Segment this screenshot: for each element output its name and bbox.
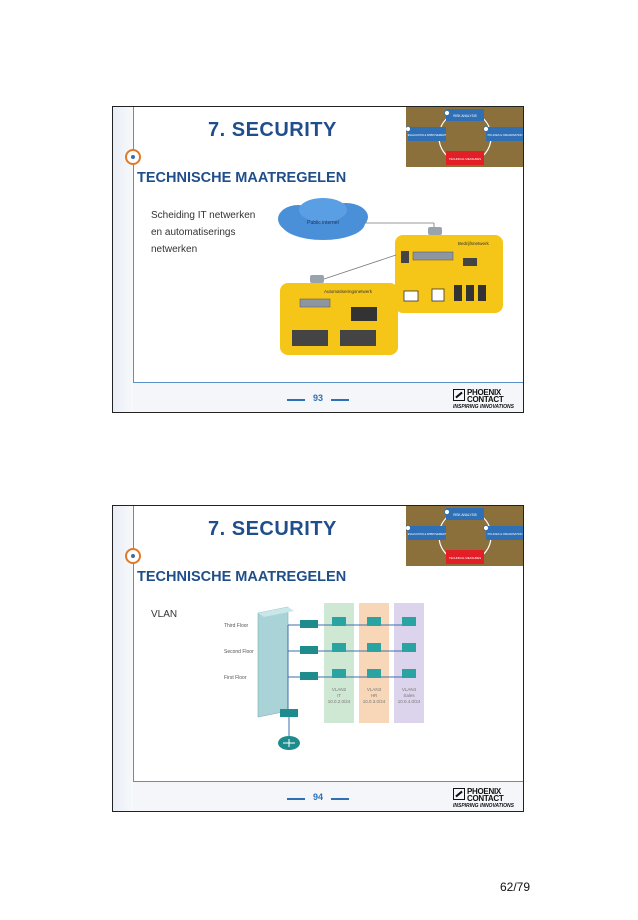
logo-line-1: PHOENIX: [467, 388, 501, 397]
core-switch-icon: [280, 709, 298, 717]
gear-icon: [125, 548, 141, 564]
office-monitor-icon: [431, 288, 445, 302]
policies-label: POLICIES & ORGANISATION: [488, 133, 523, 137]
office-laptop-icon: [403, 290, 419, 302]
hmi-panel-icon: [351, 307, 377, 321]
switch-icon-second: [300, 646, 318, 654]
vlan-figure: Third Floor Second Floor First Floor VLA…: [224, 603, 424, 750]
bottom-frame-line: [133, 382, 523, 383]
cloud-shape: [278, 198, 368, 240]
office-rack-icon-2: [466, 285, 474, 301]
building-icon: [257, 606, 289, 718]
automation-switch-icon: [299, 298, 331, 308]
logo-tagline: INSPIRING INNOVATIONS: [453, 404, 514, 410]
left-frame-line: [133, 506, 134, 781]
pc-it-3: [332, 617, 346, 626]
logo-line-2: CONTACT: [467, 395, 504, 404]
risk-analysis-label: RISK ANALYSIS: [453, 114, 477, 118]
technical-measures-box: [446, 151, 484, 165]
pc-sales-3: [402, 617, 416, 626]
cloud-label: Public internet: [307, 220, 339, 226]
vlan-it-group: IT: [337, 693, 341, 698]
slide-subtitle: TECHNISCHE MAATREGELEN: [137, 170, 347, 186]
pc-hr-2: [367, 643, 381, 652]
risk-analysis-label: RISK ANALYSIS: [453, 513, 477, 517]
security-cycle-diagram: RISK ANALYSIS EVALUATION & IMPROVEMENT P…: [406, 107, 523, 167]
vlan-sales-name: VLAN4: [402, 687, 417, 692]
evaluation-box: [408, 127, 446, 141]
vlan-it-name: VLAN2: [332, 687, 347, 692]
automation-router-icon: [310, 275, 324, 283]
slide-94: 7. SECURITY TECHNISCHE MAATREGELEN VLAN …: [112, 505, 524, 812]
pc-hr-1: [367, 669, 381, 678]
pc-it-2: [332, 643, 346, 652]
policies-box: [486, 127, 523, 141]
vlan-hr-name: VLAN3: [367, 687, 382, 692]
technical-measures-label: TECHNICAL MEASURES: [449, 157, 481, 161]
office-printer-icon: [463, 258, 477, 266]
slide-body-text: Scheiding IT netwerken en automatisering…: [151, 210, 256, 255]
left-margin-band: [113, 107, 133, 412]
office-network-label: Bedrijfsnetwerk: [458, 241, 490, 246]
bottom-frame-line: [133, 781, 523, 782]
evaluation-label: EVALUATION & IMPROVEMENT: [408, 133, 447, 137]
plc-icon-1: [292, 330, 328, 346]
page-number: 93: [283, 393, 353, 403]
network-segmentation-figure: Public internet Bedrijfsnetwerk Automati…: [278, 198, 503, 355]
slide-title: 7. SECURITY: [208, 119, 337, 141]
logo-tagline: INSPIRING INNOVATIONS: [453, 803, 514, 809]
document-page-indicator: 62/79: [500, 880, 531, 894]
office-rack-icon-1: [454, 285, 462, 301]
automation-network-label: Automatiseringsnetwerk: [324, 289, 373, 294]
technical-measures-label: TECHNICAL MEASURES: [449, 556, 481, 560]
evaluation-box: [408, 526, 446, 540]
office-server-icon: [401, 251, 409, 263]
security-cycle-diagram: RISK ANALYSIS EVALUATION & IMPROVEMENT P…: [406, 506, 523, 566]
pc-sales-1: [402, 669, 416, 678]
vlan-hr-group: HR: [371, 693, 378, 698]
phoenix-contact-logo: PHOENIX CONTACT INSPIRING INNOVATIONS: [453, 388, 515, 411]
pc-hr-3: [367, 617, 381, 626]
floor-label-first: First Floor: [224, 675, 247, 681]
left-margin-band: [113, 506, 133, 811]
gear-icon: [125, 149, 141, 165]
vlan-it-net: 10.0.2.0/24: [328, 699, 351, 704]
switch-icon-third: [300, 620, 318, 628]
page-number: 94: [283, 792, 353, 802]
policies-box: [486, 526, 523, 540]
slide-title: 7. SECURITY: [208, 518, 337, 540]
risk-analysis-box: [446, 508, 484, 520]
slide-body-text: VLAN: [151, 609, 178, 620]
office-switch-icon: [412, 251, 454, 261]
left-frame-line: [133, 107, 134, 382]
logo-line-2: CONTACT: [467, 794, 504, 803]
vlan-sales-net: 10.0.4.0/24: [398, 699, 421, 704]
pc-icons: [332, 617, 416, 678]
office-rack-icon-3: [478, 285, 486, 301]
policies-label: POLICIES & ORGANISATION: [488, 532, 523, 536]
slide-93: 7. SECURITY TECHNISCHE MAATREGELEN Schei…: [112, 106, 524, 413]
vlan-sales-group: Sales: [403, 693, 415, 698]
floor-label-second: Second Floor: [224, 649, 254, 655]
logo-mark-icon: [453, 788, 465, 800]
risk-analysis-box: [446, 109, 484, 121]
vlan-hr-net: 10.0.3.0/24: [363, 699, 386, 704]
floor-switches: [300, 620, 318, 680]
pc-it-1: [332, 669, 346, 678]
switch-icon-first: [300, 672, 318, 680]
logo-mark-icon: [453, 389, 465, 401]
phoenix-contact-logo: PHOENIX CONTACT INSPIRING INNOVATIONS: [453, 787, 515, 810]
floor-label-third: Third Floor: [224, 623, 249, 629]
office-router-icon: [428, 227, 442, 235]
plc-icon-2: [340, 330, 376, 346]
evaluation-label: EVALUATION & IMPROVEMENT: [408, 532, 447, 536]
technical-measures-box: [446, 550, 484, 564]
pc-sales-2: [402, 643, 416, 652]
logo-line-1: PHOENIX: [467, 787, 501, 796]
slide-subtitle: TECHNISCHE MAATREGELEN: [137, 569, 347, 585]
